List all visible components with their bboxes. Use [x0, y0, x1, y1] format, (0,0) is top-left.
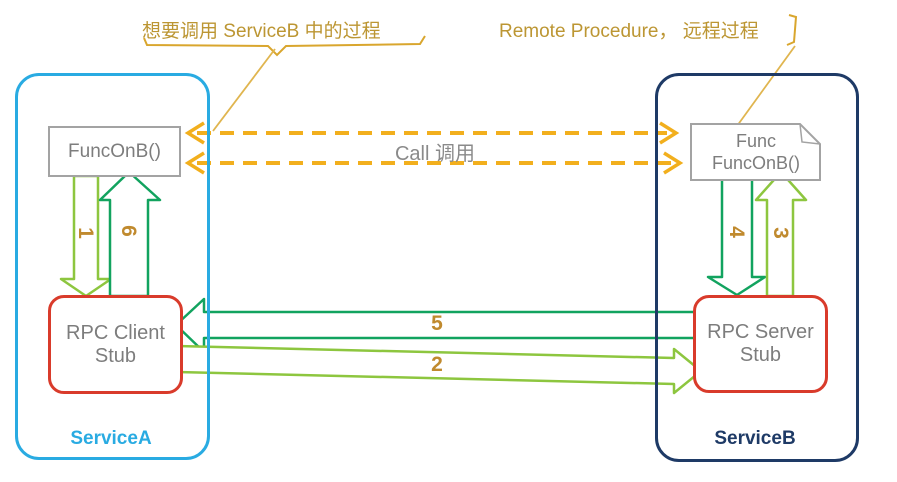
- call-arrowhead-bottom-right: [663, 151, 684, 175]
- step-number-6: 6: [117, 225, 140, 237]
- arrow-step1-down: [59, 174, 113, 298]
- call-arrowhead-top-right: [659, 121, 680, 145]
- arrow-step5-left: [174, 297, 700, 354]
- step-number-4: 4: [725, 226, 748, 238]
- client-stub-line1: RPC Client: [66, 321, 165, 344]
- call-arrowhead-bottom-left: [184, 151, 205, 175]
- annotation-left: 想要调用 ServiceB 中的过程: [142, 21, 381, 42]
- func-b-fold-corner: [799, 123, 821, 145]
- service-b-container: [655, 73, 859, 462]
- annotation-right-leader-line: [736, 45, 796, 127]
- client-stub-line2: Stub: [94, 344, 137, 367]
- func-on-b-box-a: FuncOnB(): [48, 126, 181, 177]
- rpc-client-stub-box: RPC Client Stub: [48, 295, 183, 394]
- rpc-server-stub-box: RPC Server Stub: [693, 295, 828, 393]
- arrow-step4-down: [706, 174, 767, 297]
- service-a-label: ServiceA: [70, 428, 152, 449]
- call-label: Call 调用: [394, 143, 475, 165]
- annotation-right-bracket: [786, 14, 798, 46]
- service-a-container: [15, 73, 210, 460]
- server-stub-line2: Stub: [739, 344, 782, 366]
- step-number-1: 1: [74, 227, 97, 239]
- func-b-line2: FuncOnB(): [711, 153, 801, 173]
- annotation-right: Remote Procedure， 远程过程: [499, 21, 759, 42]
- step-number-3: 3: [769, 227, 792, 239]
- func-on-b-label-a: FuncOnB(): [68, 140, 161, 162]
- annotation-left-leader-line: [212, 48, 276, 132]
- arrow-step6-up: [98, 170, 162, 298]
- func-on-b-box-b: [690, 123, 821, 181]
- func-on-b-text-b: Func FuncOnB(): [695, 128, 817, 178]
- service-b-label: ServiceB: [714, 428, 796, 449]
- step-number-5: 5: [431, 312, 443, 335]
- step-number-2: 2: [431, 353, 443, 376]
- server-stub-line1: RPC Server: [707, 321, 814, 343]
- call-arrowhead-top-left: [184, 121, 205, 145]
- arrow-step3-up: [754, 170, 808, 298]
- arrow-step2-right: [175, 344, 703, 395]
- annotation-left-underline: [143, 35, 426, 57]
- func-b-line1: Func: [735, 131, 777, 152]
